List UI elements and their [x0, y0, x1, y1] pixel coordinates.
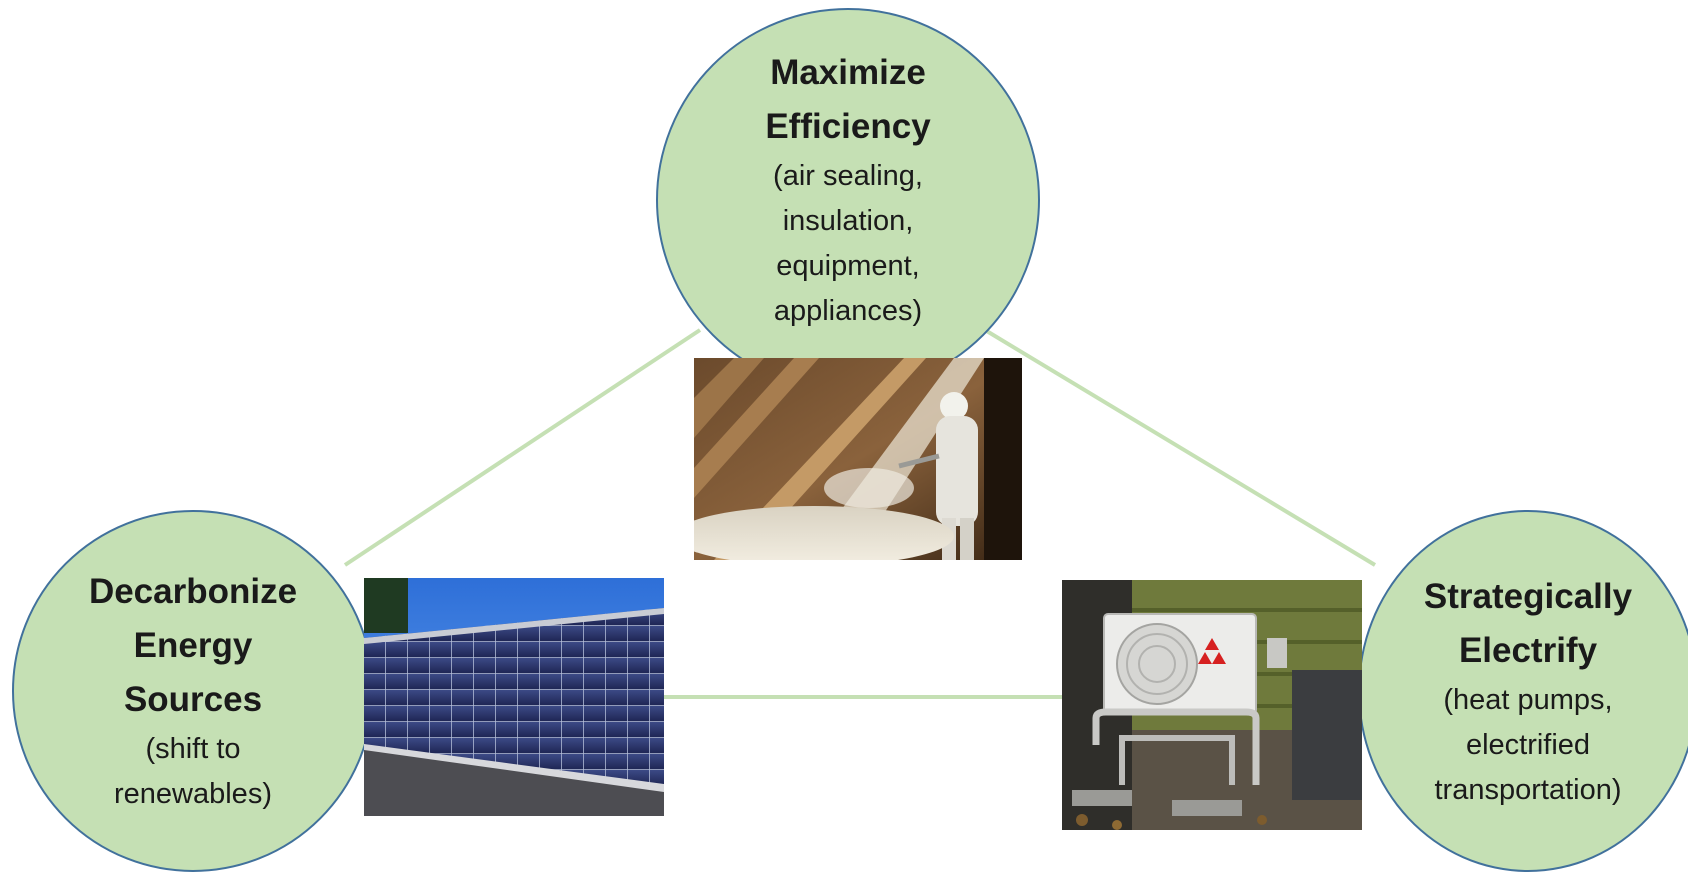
electrify-title-line2: Electrify — [1458, 630, 1598, 670]
decarbonize-title-line1: Decarbonize — [88, 572, 298, 611]
connector-top-left — [343, 328, 702, 567]
decarbonize-sub-line1: (shift to — [145, 733, 241, 765]
connector-top-right — [983, 328, 1377, 567]
efficiency-title-line2: Efficiency — [765, 107, 931, 146]
efficiency-sub-line1: (air sealing, — [773, 160, 923, 192]
electrify-title-line1: Strategically — [1423, 576, 1633, 616]
heat-pump-unit-photo — [1062, 580, 1362, 830]
maximize-efficiency-circle: Maximize Efficiency (air sealing, insula… — [656, 8, 1040, 392]
electrify-sub-line2: electrified — [1465, 728, 1591, 761]
decarbonize-energy-circle: Decarbonize Energy Sources (shift to ren… — [12, 510, 374, 872]
electrify-sub-line1: (heat pumps, — [1443, 683, 1613, 716]
efficiency-sub-line2: insulation, — [782, 205, 914, 237]
electrify-sub-line3: transportation) — [1434, 773, 1622, 806]
efficiency-sub-line4: appliances) — [773, 295, 923, 327]
strategically-electrify-circle: Strategically Electrify (heat pumps, ele… — [1358, 510, 1688, 872]
efficiency-sub-line3: equipment, — [776, 250, 920, 282]
attic-insulation-photo — [694, 358, 1022, 560]
decarbonize-title-line3: Sources — [123, 680, 263, 719]
efficiency-title-line1: Maximize — [770, 53, 926, 92]
solar-panels-photo — [364, 578, 664, 816]
decarbonize-title-line2: Energy — [133, 626, 253, 665]
decarbonize-sub-line2: renewables) — [114, 778, 272, 810]
